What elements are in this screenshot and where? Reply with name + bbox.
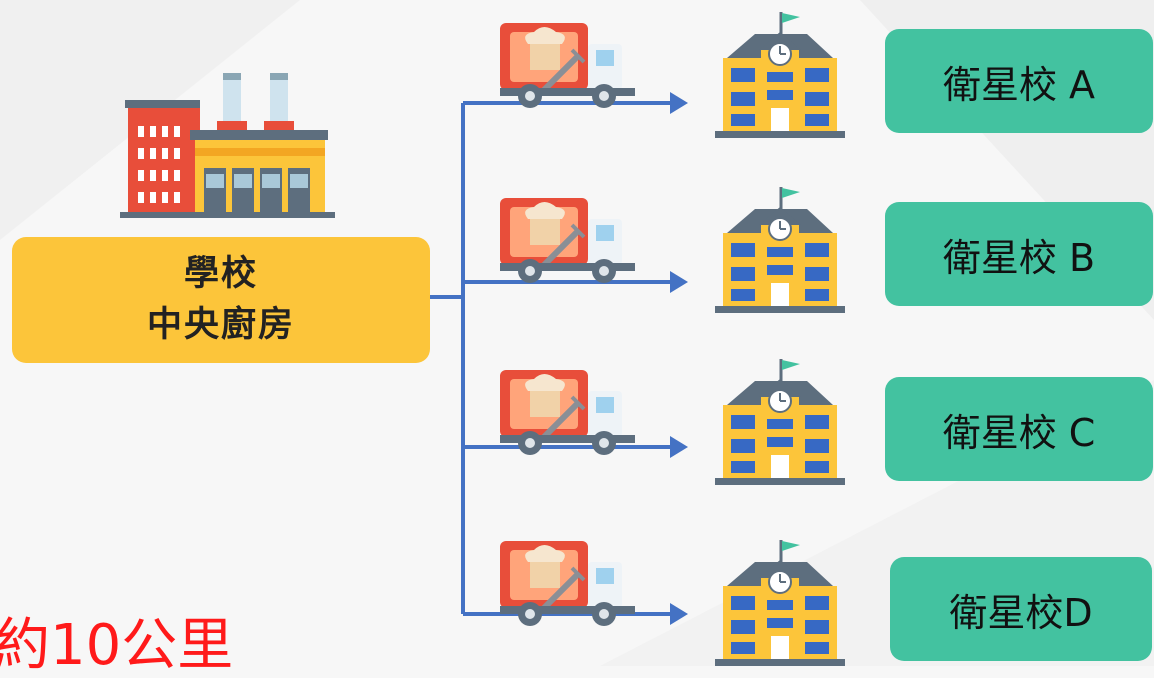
satellite-school-a-label: 衛星校 A xyxy=(885,29,1153,133)
kitchen-label-line2: 中央廚房 xyxy=(146,305,295,345)
kitchen-label-line1: 學校 xyxy=(183,254,258,295)
school-building-icon xyxy=(715,12,845,138)
factory-icon xyxy=(120,73,335,218)
school-building-icon xyxy=(715,540,845,666)
satellite-school-c-label: 衛星校 C xyxy=(885,377,1153,481)
food-delivery-truck-icon xyxy=(500,370,635,455)
satellite-school-b-label: 衛星校 B xyxy=(885,202,1153,306)
food-delivery-truck-icon xyxy=(500,23,635,108)
distance-note: 約10公里 xyxy=(0,613,234,678)
food-delivery-truck-icon xyxy=(500,541,635,626)
satellite-school-d-label: 衛星校D xyxy=(890,557,1152,661)
school-building-icon xyxy=(715,359,845,485)
food-delivery-truck-icon xyxy=(500,198,635,283)
central-kitchen-label: 學校 中央廚房 xyxy=(12,237,430,363)
school-building-icon xyxy=(715,187,845,313)
